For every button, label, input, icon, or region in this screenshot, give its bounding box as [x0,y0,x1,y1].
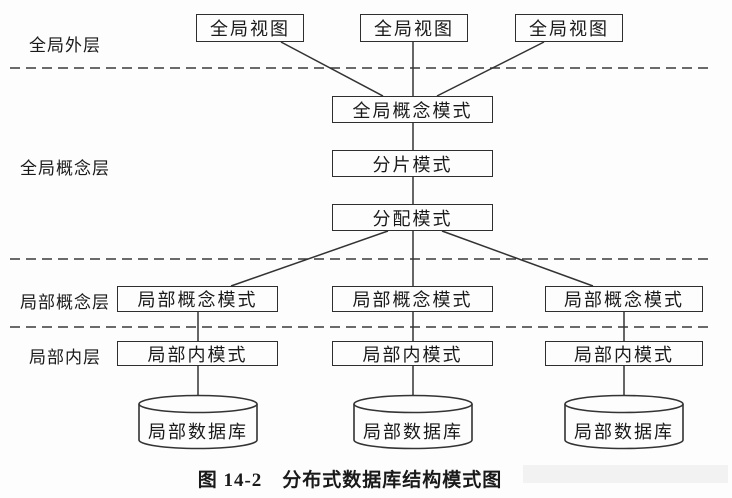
connector-lines [197,41,625,397]
local-conceptual-schema-box-3: 局部概念模式 [545,286,703,312]
database-cylinder-1 [138,394,258,450]
global-view-box-1: 全局视图 [196,14,304,42]
layer-label-local-conceptual: 局部概念层 [20,293,110,312]
global-conceptual-schema-box: 全局概念模式 [332,96,493,123]
layer-label-global-conceptual: 全局概念层 [20,159,110,178]
database-cylinder-2 [353,394,473,450]
database-cylinders [138,394,684,450]
scan-artifact-band [523,465,728,483]
local-conceptual-schema-box-1: 局部概念模式 [117,286,278,312]
local-database-label-3: 局部数据库 [574,422,674,442]
local-internal-schema-box-3: 局部内模式 [545,341,703,366]
layer-separator-dashed-lines [10,67,708,328]
fragmentation-schema-box: 分片模式 [332,150,493,177]
global-view-box-2: 全局视图 [360,14,468,42]
local-internal-schema-box-1: 局部内模式 [117,341,278,366]
global-view-box-3: 全局视图 [515,14,623,42]
local-database-label-2: 局部数据库 [363,422,463,442]
layer-label-local-internal: 局部内层 [29,348,101,367]
local-internal-schema-box-2: 局部内模式 [332,341,493,366]
local-database-label-1: 局部数据库 [148,422,248,442]
figure-caption: 图 14-2 分布式数据库结构模式图 [197,470,503,491]
local-conceptual-schema-box-2: 局部概念模式 [332,286,493,312]
database-cylinder-3 [564,394,684,450]
layer-label-global-outer: 全局外层 [29,36,101,55]
allocation-schema-box: 分配模式 [332,204,493,231]
